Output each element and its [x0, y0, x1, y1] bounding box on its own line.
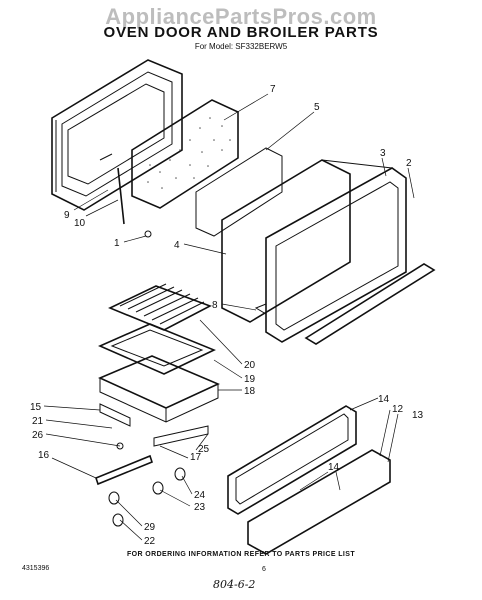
- outer-glass-part: [221, 159, 351, 323]
- door-frame-part: [51, 59, 183, 211]
- callout-12: 12: [392, 404, 404, 415]
- broiler-grid-part: [108, 283, 212, 331]
- callout-14: 14: [328, 462, 340, 473]
- lower-rail-part: [95, 454, 153, 486]
- insulation-pad-part: [131, 99, 239, 209]
- ordering-note: FOR ORDERING INFORMATION REFER TO PARTS …: [126, 551, 356, 558]
- callout-17-left: 16: [38, 450, 50, 461]
- screw-part: [144, 230, 152, 238]
- document-number: 4315396: [22, 565, 50, 572]
- callout-23: 23: [194, 502, 206, 513]
- diagram-title: OVEN DOOR AND BROILER PARTS: [103, 24, 379, 41]
- page-number: 6: [262, 566, 266, 573]
- clip-part: [254, 303, 267, 315]
- callout-8: 8: [212, 300, 218, 311]
- drawer-panel-part: [227, 405, 357, 515]
- callout-16: 15: [30, 402, 42, 413]
- model-subtitle: For Model: SF332BERW5: [194, 42, 288, 51]
- door-outer-panel-part: [265, 159, 407, 343]
- callout-18: 18: [244, 386, 256, 397]
- callout-labels: 7 5 3 2 4 1 9 10 8 20 19 18 15 21 26 16 …: [30, 84, 424, 547]
- callout-21: 21: [32, 416, 44, 427]
- callout-26: 26: [32, 430, 44, 441]
- roller-part: [108, 491, 120, 505]
- slide-rail-part: [99, 403, 131, 427]
- callout-10: 10: [74, 218, 86, 229]
- callout-22: 22: [144, 536, 156, 547]
- callout-1: 1: [114, 238, 120, 249]
- broiler-pan-part: [98, 323, 216, 375]
- bracket-part: [153, 425, 209, 447]
- handwritten-note: 804-6-2: [213, 578, 256, 591]
- callout-9: 9: [64, 210, 70, 221]
- callout-20: 20: [244, 360, 256, 371]
- callout-17-right: 17: [190, 452, 202, 463]
- callout-4: 4: [174, 240, 180, 251]
- callout-2: 2: [406, 158, 412, 169]
- callout-29: 29: [144, 522, 156, 533]
- broiler-drawer-part: [98, 355, 220, 423]
- door-rod-part: [117, 167, 125, 225]
- callout-13: 13: [412, 410, 424, 421]
- callout-24: 24: [194, 490, 206, 501]
- callout-25: 25: [198, 444, 210, 455]
- callout-7: 7: [270, 84, 276, 95]
- leader-lines: [43, 93, 415, 541]
- callout-3: 3: [380, 148, 386, 159]
- door-handle-part: [304, 263, 436, 345]
- inner-glass-part: [195, 147, 283, 237]
- callout-19: 19: [244, 374, 256, 385]
- callout-5: 5: [314, 102, 320, 113]
- callout-15: 14: [378, 394, 390, 405]
- watermark: AppliancePartsPros.com: [105, 4, 377, 29]
